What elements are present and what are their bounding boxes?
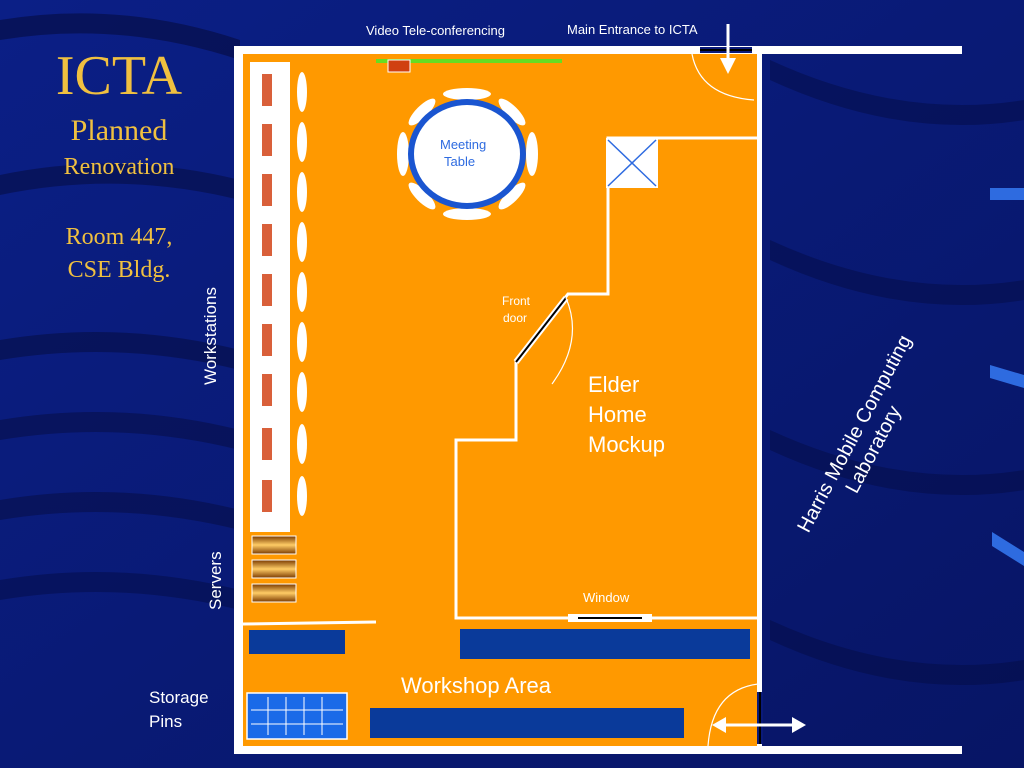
meeting-table-label-2: Table: [444, 154, 476, 169]
meeting-chairs: [397, 88, 538, 220]
entrance-arrow: [720, 24, 736, 74]
storage-label-1: Storage: [149, 688, 209, 707]
meeting-table-label-1: Meeting: [440, 137, 487, 152]
front-door-swing: [551, 297, 573, 385]
building-name: CSE Bldg.: [67, 257, 171, 283]
workstations-label: Workstations: [201, 287, 220, 385]
lab-door-arrow: [712, 717, 806, 733]
outer-wall-top-right: [760, 46, 962, 54]
workshop-bench: [460, 629, 750, 659]
room-number: Room 447,: [65, 224, 173, 250]
workshop-bench: [249, 630, 345, 654]
edge-dash: [990, 365, 1024, 388]
elder-home-label-1: Elder: [588, 372, 640, 397]
subtitle-renovation: Renovation: [63, 154, 175, 180]
edge-dash: [992, 532, 1024, 566]
workshop-divider: [242, 620, 377, 626]
window-label: Window: [583, 590, 630, 605]
workstation-monitors: [262, 74, 272, 512]
workshop-bench: [370, 708, 684, 738]
workshop-area-label: Workshop Area: [401, 673, 552, 698]
outer-wall-bottom-right: [760, 746, 962, 754]
lab-door-swing: [707, 683, 759, 747]
main-entrance-label: Main Entrance to ICTA: [567, 22, 698, 37]
front-door-label-1: Front: [502, 294, 531, 308]
main-door-swing: [691, 53, 755, 101]
storage-bins: [246, 692, 348, 740]
workstation-chairs: [297, 72, 307, 516]
servers-label: Servers: [206, 551, 225, 610]
subtitle-planned: Planned: [70, 114, 168, 147]
video-conf-label: Video Tele-conferencing: [366, 23, 506, 38]
front-door-label-2: door: [503, 311, 528, 325]
servers: [251, 535, 297, 603]
elder-home-label-3: Mockup: [588, 432, 666, 457]
page-title: ICTA: [55, 45, 183, 107]
video-camera: [387, 59, 411, 73]
video-screen: [376, 59, 562, 63]
elder-home-label-2: Home: [588, 402, 647, 427]
meeting-table: [408, 99, 526, 209]
storage-label-2: Pins: [149, 712, 183, 731]
edge-dash: [990, 188, 1024, 200]
